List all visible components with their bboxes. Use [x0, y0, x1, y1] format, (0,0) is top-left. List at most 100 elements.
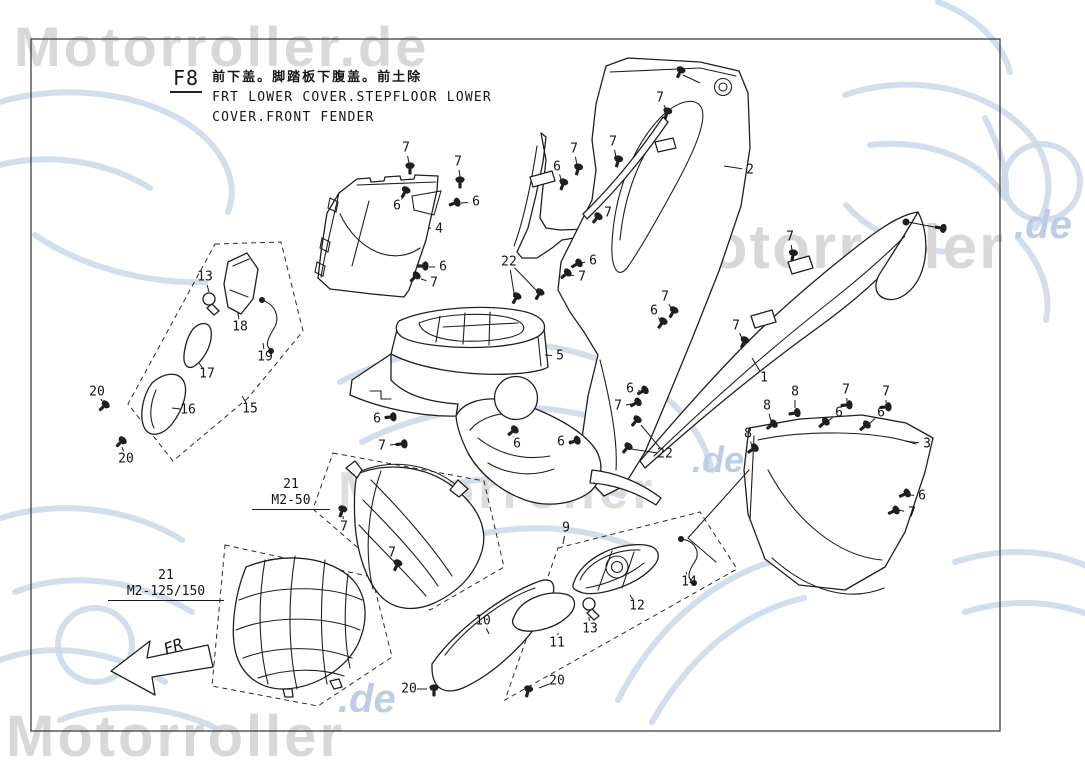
leader-line: [668, 303, 672, 309]
group-box-9: [504, 511, 738, 702]
part-label-7: 7: [454, 155, 462, 170]
part-label-7: 7: [661, 290, 669, 305]
leader-line: [751, 357, 761, 372]
scooter-sketch-bottom-left: [0, 505, 223, 733]
screw-icon: [521, 684, 534, 699]
leader-line: [262, 342, 265, 350]
part-label-2: 2: [746, 163, 754, 178]
leader-line: [750, 441, 753, 447]
part-1-side-trim-strip: [639, 211, 927, 469]
leader-line: [569, 274, 575, 277]
part-label-7: 7: [570, 142, 578, 157]
watermark-center-de: .de: [692, 439, 744, 480]
leader-line: [574, 156, 578, 166]
title-chinese: 前下盖。脚踏板下腹盖。前土除: [212, 70, 423, 85]
leader-line: [630, 448, 658, 454]
part-label-7: 7: [609, 135, 617, 150]
part-label-6: 6: [918, 489, 926, 504]
part-16-signal-housing: [141, 373, 187, 435]
group-box-m2-125-150: [211, 544, 393, 707]
part-3-side-lower-cover: [687, 414, 934, 595]
leader-line: [682, 74, 701, 84]
fr-direction-arrow: FR: [110, 634, 214, 696]
scooter-sketch-right: [952, 548, 1085, 617]
part-label-7: 7: [604, 206, 612, 221]
variant-model: M2-50: [252, 493, 330, 511]
leader-line: [509, 269, 515, 294]
part-label-6: 6: [835, 406, 843, 421]
part-label-8: 8: [763, 399, 771, 414]
leader-line: [768, 413, 772, 422]
watermark-bottom: Motorroller: [6, 704, 345, 768]
leader-line: [420, 278, 427, 282]
leader-line: [827, 417, 833, 422]
part-air-scoop-m2-50: [345, 460, 485, 610]
screw-icon: [556, 177, 570, 192]
group-box-15: [127, 241, 304, 462]
part-label-6: 6: [373, 412, 381, 427]
part-label-10: 10: [475, 614, 491, 629]
part-center-lower-panel: [513, 132, 589, 259]
screw-icon: [384, 411, 397, 423]
title-block: F8 前下盖。脚踏板下腹盖。前土除 FRT LOWER COVER.STEPFL…: [170, 66, 492, 127]
leader-line: [458, 169, 461, 178]
part-14-wire: [678, 536, 698, 586]
part-label-8: 8: [744, 427, 752, 442]
screw-icon: [405, 162, 415, 175]
leader-line: [198, 362, 203, 368]
part-label-4: 4: [435, 222, 443, 237]
leader-line: [790, 244, 793, 251]
leader-line: [562, 535, 566, 545]
screw-icon: [96, 398, 112, 414]
leader-line: [514, 267, 537, 291]
variant-label-m2-50: 21 M2-50: [252, 477, 330, 511]
part-label-7: 7: [842, 383, 850, 398]
part-label-7: 7: [402, 141, 410, 156]
screw-icon: [571, 162, 584, 177]
scooter-sketch-top-left: [0, 89, 235, 286]
leader-line: [907, 221, 935, 228]
part-13-bulb-left: [202, 292, 220, 316]
part-label-7: 7: [340, 520, 348, 535]
leader-line: [723, 165, 743, 170]
part-label-7: 7: [656, 91, 664, 106]
part-label-3: 3: [923, 437, 931, 452]
variant-number: 21: [283, 477, 299, 492]
part-label-18: 18: [232, 320, 248, 335]
leader-line: [904, 440, 920, 444]
page-border-frame: [30, 38, 1001, 732]
part-11-signal-lens: [511, 592, 576, 632]
leader-line: [171, 407, 181, 410]
leader-line: [658, 317, 661, 321]
part-label-15: 15: [242, 402, 258, 417]
part-label-9: 9: [562, 521, 570, 536]
part-label-7: 7: [786, 230, 794, 245]
part-label-11: 11: [549, 636, 565, 651]
part-label-5: 5: [556, 349, 564, 364]
leader-line: [401, 196, 404, 200]
screw-icon: [429, 684, 439, 697]
screw-icon: [447, 196, 462, 210]
variant-label-m2-125-150: 21 M2-125/150: [108, 568, 224, 602]
leader-line: [485, 628, 490, 635]
part-label-8: 8: [791, 385, 799, 400]
part-label-6: 6: [557, 435, 565, 450]
leader-line: [559, 174, 562, 180]
part-label-7: 7: [578, 270, 586, 285]
group-box-m2-50: [312, 452, 505, 611]
watermark-bottom-de: .de: [338, 677, 396, 721]
part-label-12: 12: [629, 599, 645, 614]
leader-line: [625, 403, 633, 406]
scooter-sketch-bottom-center: [615, 553, 807, 725]
screw-icon: [455, 176, 465, 189]
leader-line: [538, 683, 550, 689]
part-label-6: 6: [589, 254, 597, 269]
part-5-front-fender: [349, 306, 662, 506]
part-label-19: 19: [257, 350, 273, 365]
part-17-signal-lens: [183, 322, 212, 369]
part-label-20: 20: [89, 385, 105, 400]
leader-line: [389, 443, 399, 446]
title-english-line2: COVER.FRONT FENDER: [212, 109, 375, 125]
part-label-14: 14: [681, 575, 697, 590]
